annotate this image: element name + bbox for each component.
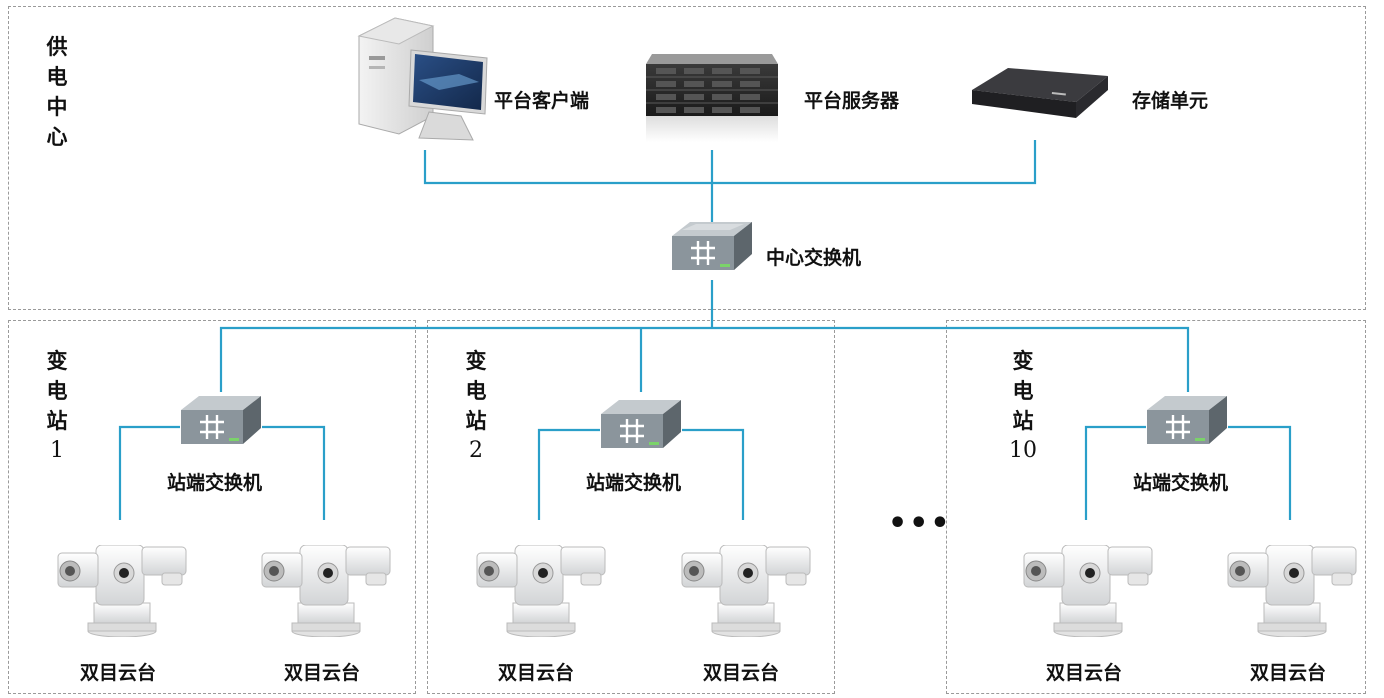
substation-1-region — [8, 320, 416, 694]
ptz-camera-icon — [1227, 545, 1357, 637]
station-switch-icon — [601, 400, 681, 448]
platform-client-icon — [357, 17, 488, 141]
platform-server-icon — [646, 54, 778, 142]
station-switch-icon — [181, 396, 261, 444]
substation-2-region — [427, 320, 835, 694]
substation-1-label: 变 电 站 1 — [46, 349, 68, 463]
center-switch-label: 中心交换机 — [766, 247, 862, 269]
station-1-switch-label: 站端交换机 — [167, 472, 263, 494]
camera-label: 双目云台 — [498, 662, 575, 684]
substation-10-label: 变 电 站 10 — [1009, 349, 1037, 463]
station-10-switch-label: 站端交换机 — [1133, 472, 1229, 494]
station-2-switch-label: 站端交换机 — [586, 472, 682, 494]
ptz-camera-icon — [261, 545, 391, 637]
platform-client-label: 平台客户端 — [494, 90, 590, 112]
power-supply-center-region — [8, 6, 1366, 310]
ptz-camera-icon — [1023, 545, 1153, 637]
ptz-camera-icon — [57, 545, 187, 637]
substation-2-label: 变 电 站 2 — [465, 349, 487, 463]
center-switch-icon — [672, 222, 752, 270]
station-switch-icon — [1147, 396, 1227, 444]
substation-10-region — [946, 320, 1366, 694]
storage-unit-label: 存储单元 — [1132, 90, 1209, 112]
storage-unit-icon — [972, 68, 1108, 118]
ptz-camera-icon — [681, 545, 811, 637]
ptz-camera-icon — [476, 545, 606, 637]
camera-label: 双目云台 — [1046, 662, 1123, 684]
camera-label: 双目云台 — [80, 662, 157, 684]
camera-label: 双目云台 — [703, 662, 780, 684]
camera-label: 双目云台 — [1250, 662, 1327, 684]
power-supply-center-label: 供 电 中 心 — [46, 35, 68, 149]
platform-server-label: 平台服务器 — [804, 90, 900, 112]
camera-label: 双目云台 — [284, 662, 361, 684]
more-stations-ellipsis: ••• — [888, 506, 952, 541]
